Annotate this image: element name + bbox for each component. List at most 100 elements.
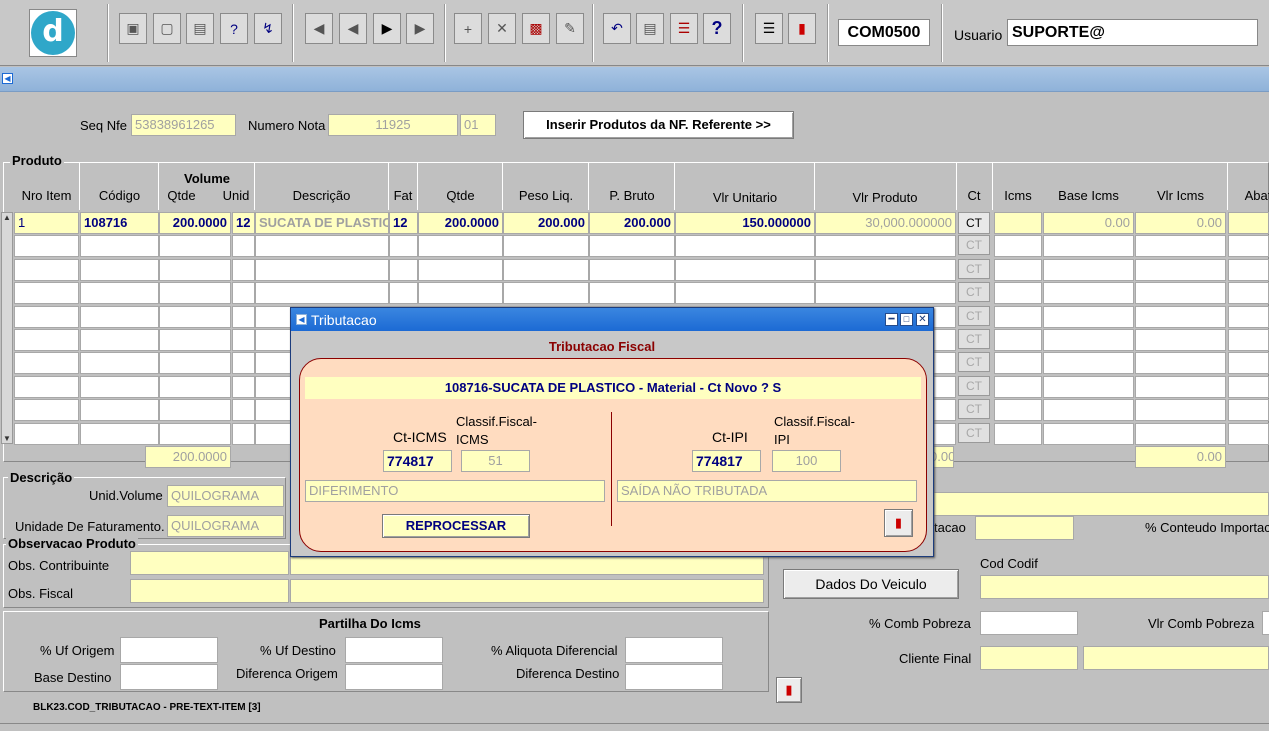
dialog-exit-button[interactable]: ▮ bbox=[884, 509, 913, 537]
ct-button[interactable]: CT bbox=[958, 399, 990, 419]
dialog-title-bar[interactable]: ◀ Tributacao ━ □ ✕ bbox=[291, 308, 933, 331]
grid-cell[interactable] bbox=[994, 376, 1042, 398]
row1-abat[interactable] bbox=[1228, 212, 1269, 234]
ct-button[interactable]: CT bbox=[958, 282, 990, 302]
comb-pobreza-field[interactable] bbox=[980, 611, 1078, 635]
grid-cell[interactable] bbox=[159, 259, 231, 281]
grid-cell[interactable] bbox=[589, 282, 675, 304]
grid-cell[interactable] bbox=[1135, 329, 1226, 351]
grid-cell[interactable] bbox=[675, 259, 815, 281]
grid-cell[interactable] bbox=[994, 423, 1042, 445]
grid-cell[interactable] bbox=[80, 423, 159, 445]
grid-cell[interactable] bbox=[1043, 399, 1134, 421]
grid-cell[interactable] bbox=[232, 329, 255, 351]
row1-nro[interactable]: 1 bbox=[14, 212, 79, 234]
grid-cell[interactable] bbox=[994, 306, 1042, 328]
grid-cell[interactable] bbox=[255, 235, 389, 257]
help-icon[interactable]: ? bbox=[703, 13, 731, 44]
grid-cell[interactable] bbox=[14, 306, 79, 328]
grid-cell[interactable] bbox=[994, 399, 1042, 421]
grid-cell[interactable] bbox=[232, 306, 255, 328]
grid-cell[interactable] bbox=[1228, 352, 1269, 374]
grid-cell[interactable] bbox=[14, 235, 79, 257]
ct-ipi-field[interactable]: 774817 bbox=[692, 450, 761, 472]
dados-veiculo-button[interactable]: Dados Do Veiculo bbox=[783, 569, 959, 599]
list-values-icon[interactable]: ☰ bbox=[670, 13, 698, 44]
row1-vlr-icms[interactable]: 0.00 bbox=[1135, 212, 1226, 234]
grid-cell[interactable] bbox=[14, 399, 79, 421]
row1-icms[interactable] bbox=[994, 212, 1042, 234]
grid-cell[interactable] bbox=[159, 329, 231, 351]
grid-cell[interactable] bbox=[159, 399, 231, 421]
serie-field[interactable]: 01 bbox=[460, 114, 496, 136]
grid-cell[interactable] bbox=[389, 259, 418, 281]
cliente-final-field[interactable] bbox=[980, 646, 1078, 670]
right-wide-field[interactable] bbox=[926, 492, 1269, 516]
ct-button[interactable]: CT bbox=[958, 423, 990, 443]
grid-cell[interactable] bbox=[1043, 352, 1134, 374]
grid-cell[interactable] bbox=[589, 259, 675, 281]
grid-cell[interactable] bbox=[80, 329, 159, 351]
grid-cell[interactable] bbox=[1043, 306, 1134, 328]
grid-cell[interactable] bbox=[159, 306, 231, 328]
dif-origem-field[interactable] bbox=[345, 664, 443, 690]
clear-icon[interactable]: ✎ bbox=[556, 13, 584, 44]
grid-cell[interactable] bbox=[994, 235, 1042, 257]
grid-cell[interactable] bbox=[994, 329, 1042, 351]
grid-cell[interactable] bbox=[159, 423, 231, 445]
grid-cell[interactable] bbox=[1135, 423, 1226, 445]
exit-small-button[interactable]: ▮ bbox=[776, 677, 802, 703]
grid-cell[interactable] bbox=[14, 376, 79, 398]
grid-cell[interactable] bbox=[418, 235, 503, 257]
delete-record-icon[interactable]: ✕ bbox=[488, 13, 516, 44]
grid-cell[interactable] bbox=[589, 235, 675, 257]
grid-cell[interactable] bbox=[675, 282, 815, 304]
row1-base-icms[interactable]: 0.00 bbox=[1043, 212, 1134, 234]
grid-cell[interactable] bbox=[159, 282, 231, 304]
row1-descricao[interactable]: SUCATA DE PLASTICO bbox=[255, 212, 389, 234]
grid-cell[interactable] bbox=[159, 235, 231, 257]
unid-volume-field[interactable]: QUILOGRAMA bbox=[167, 485, 284, 507]
ct-button[interactable]: CT bbox=[958, 259, 990, 279]
menu-icon[interactable]: ☰ bbox=[755, 13, 783, 44]
grid-cell[interactable] bbox=[675, 235, 815, 257]
grid-cell[interactable] bbox=[14, 329, 79, 351]
grid-cell[interactable] bbox=[80, 282, 159, 304]
grid-cell[interactable] bbox=[503, 282, 589, 304]
grid-cell[interactable] bbox=[1228, 399, 1269, 421]
uf-destino-field[interactable] bbox=[345, 637, 443, 663]
grid-cell[interactable] bbox=[232, 259, 255, 281]
grid-cell[interactable] bbox=[80, 376, 159, 398]
grid-cell[interactable] bbox=[994, 259, 1042, 281]
obs-fiscal-code[interactable] bbox=[130, 579, 289, 603]
grid-cell[interactable] bbox=[1043, 282, 1134, 304]
row1-qtde2[interactable]: 200.0000 bbox=[418, 212, 503, 234]
grid-cell[interactable] bbox=[1043, 259, 1134, 281]
cod-codif-field[interactable] bbox=[980, 575, 1269, 599]
row1-peso[interactable]: 200.000 bbox=[503, 212, 589, 234]
numero-nota-field[interactable]: 11925 bbox=[328, 114, 458, 136]
close-icon[interactable]: ✕ bbox=[916, 313, 929, 326]
grid-cell[interactable] bbox=[232, 235, 255, 257]
grid-cell[interactable] bbox=[1135, 399, 1226, 421]
grid-cell[interactable] bbox=[1228, 306, 1269, 328]
ct-button[interactable]: CT bbox=[958, 376, 990, 396]
base-destino-field[interactable] bbox=[120, 664, 218, 690]
dif-destino-field[interactable] bbox=[625, 664, 723, 690]
grid-cell[interactable] bbox=[503, 235, 589, 257]
grid-cell[interactable] bbox=[1043, 329, 1134, 351]
previous-record-icon[interactable]: ◀ bbox=[339, 13, 367, 44]
grid-cell[interactable] bbox=[232, 423, 255, 445]
grid-cell[interactable] bbox=[14, 259, 79, 281]
grid-cell[interactable] bbox=[1135, 352, 1226, 374]
grid-cell[interactable] bbox=[232, 352, 255, 374]
grid-cell[interactable] bbox=[80, 399, 159, 421]
ct-button[interactable]: CT bbox=[958, 352, 990, 372]
classif-icms-field[interactable]: 51 bbox=[461, 450, 530, 472]
insert-record-icon[interactable]: + bbox=[454, 13, 482, 44]
grid-cell[interactable] bbox=[159, 376, 231, 398]
query-icon[interactable]: ? bbox=[220, 13, 248, 44]
grid-cell[interactable] bbox=[80, 306, 159, 328]
exit-icon[interactable]: ▮ bbox=[788, 13, 816, 44]
grid-cell[interactable] bbox=[80, 259, 159, 281]
